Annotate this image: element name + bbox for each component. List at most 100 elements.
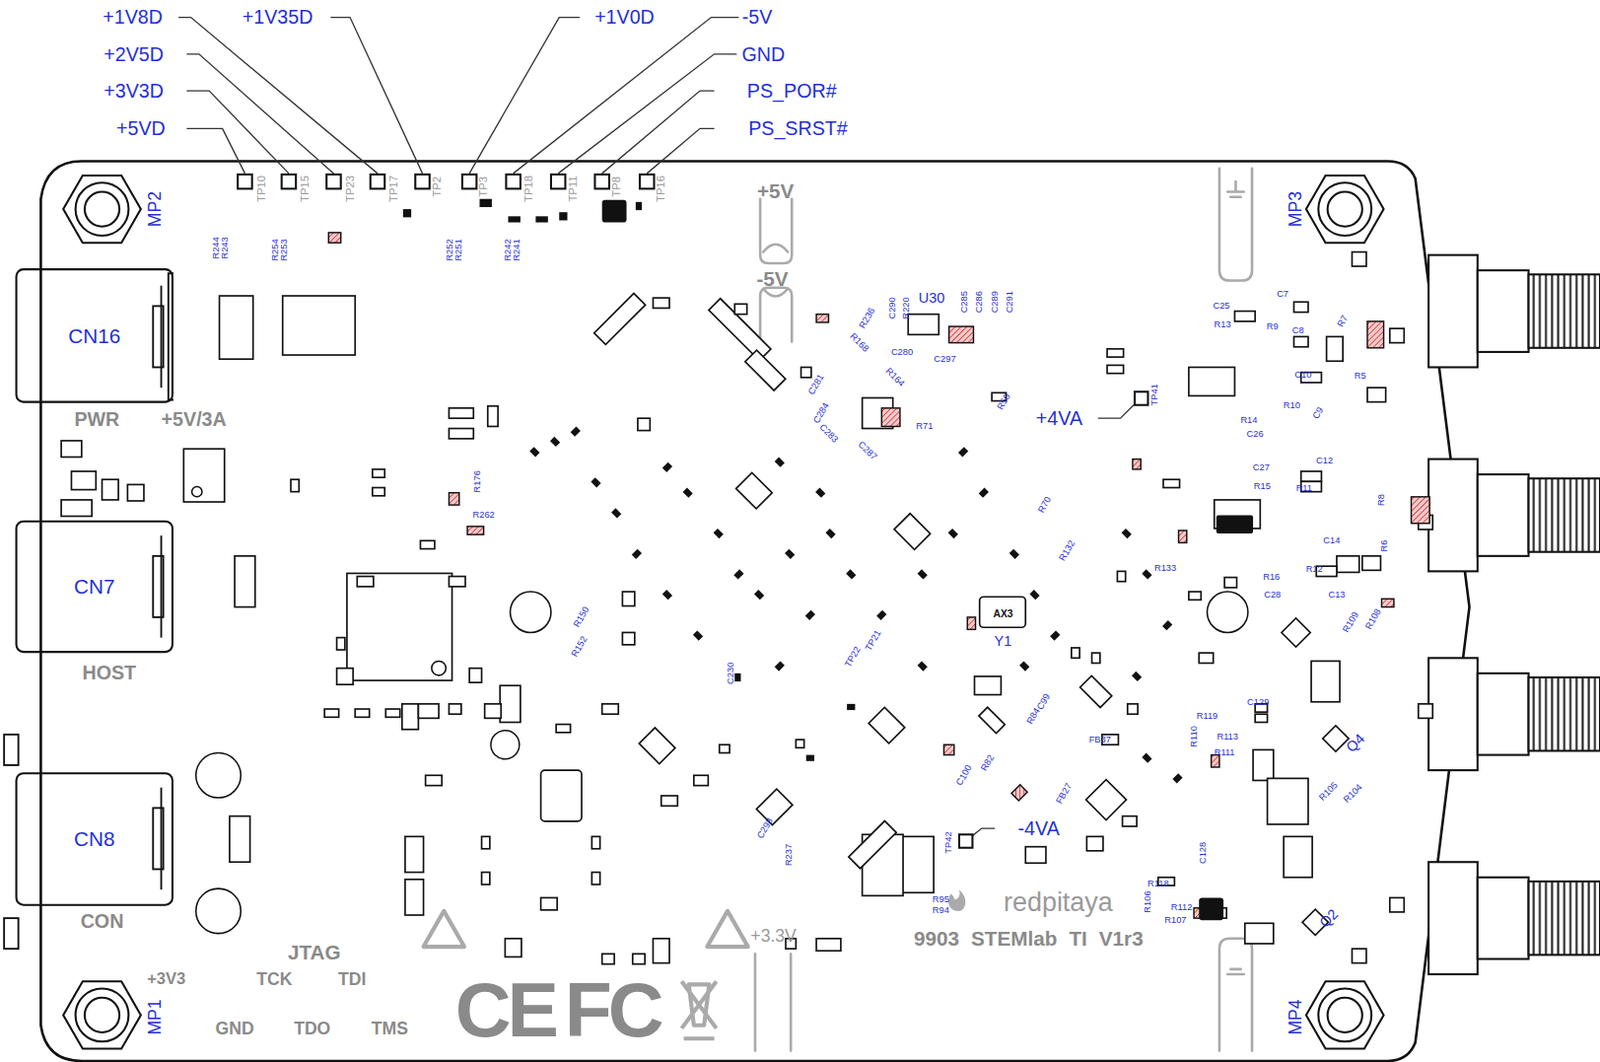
component-designator: R244 (211, 236, 221, 259)
component-designator: R12 (1306, 564, 1323, 574)
component-designator: R6 (1380, 540, 1390, 553)
silkscreen-label: redpitaya (1003, 888, 1114, 915)
component-designator: R113 (1216, 731, 1239, 741)
component-designator: R94 (932, 905, 950, 915)
component-designator: R254 (271, 238, 280, 261)
component-designator: R176 (473, 470, 483, 492)
component-designator: R10 (1283, 401, 1301, 411)
component-designator: R262 (472, 510, 494, 520)
component-designator: R237 (783, 843, 793, 866)
silkscreen-label: 9903 STEMlab TI V1r3 (913, 927, 1144, 949)
component-designator: R106 (1143, 890, 1153, 912)
component-designator: R9 (1266, 321, 1279, 331)
component-designator: R253 (279, 238, 289, 261)
silkscreen-label: HOST (81, 662, 137, 683)
component-designator: R95 (932, 895, 950, 905)
test-point-label: TP3 (478, 176, 489, 198)
component-designator: C7 (1276, 288, 1289, 298)
component-designator: R119 (1196, 711, 1219, 721)
silkscreen-label: PWR (73, 409, 120, 429)
component-designator: C8 (1292, 326, 1305, 336)
component-designator: R243 (220, 236, 230, 259)
silkscreen-label: -5V (756, 268, 788, 289)
silkscreen-label: PS_POR# (747, 80, 837, 101)
component-designator: FB37 (1089, 734, 1112, 744)
component-designator: TP42 (944, 831, 954, 853)
certification-mark: CE (455, 971, 556, 1049)
silkscreen-label: TDI (338, 970, 366, 988)
component-designator: C129 (1247, 697, 1269, 707)
component-designator: R11 (1296, 484, 1313, 493)
component-designator: R112 (1171, 903, 1193, 912)
connector-name: CN8 (73, 827, 115, 851)
component-designator: R241 (512, 238, 522, 261)
component-designator: C13 (1327, 590, 1345, 600)
silkscreen-label: +5V/3A (161, 409, 227, 429)
component-designator: R251 (454, 238, 464, 261)
test-point-label: TP15 (299, 175, 311, 203)
component-designator: R220 (901, 296, 910, 319)
component-designator: C230 (725, 662, 735, 685)
silkscreen-label: GND (741, 44, 785, 65)
component-designator: TP41 (1150, 383, 1160, 406)
silkscreen-label: JTAG (287, 941, 342, 963)
test-point-label: TP2 (430, 176, 442, 198)
silkscreen-label: MP3 (1287, 191, 1306, 227)
component-designator: R118 (1147, 878, 1170, 888)
component-designator: C280 (891, 347, 913, 356)
component-designator: R15 (1253, 482, 1271, 491)
silkscreen-label: +1V8D (102, 7, 163, 28)
component-designator: C290 (888, 296, 898, 319)
component-designator: R110 (1188, 725, 1198, 748)
component-designator: R107 (1164, 915, 1186, 925)
component-designator: C128 (1198, 841, 1208, 864)
silkscreen-label: -4VA (1018, 818, 1060, 838)
component-designator: C28 (1263, 590, 1281, 600)
test-point-label: TP23 (344, 175, 355, 203)
connector-box: CN8 (15, 771, 174, 906)
component-designator: AX3 (992, 609, 1013, 620)
component-designator: R242 (503, 238, 513, 261)
silkscreen-label: +1V35D (242, 7, 314, 28)
component-designator: C27 (1252, 463, 1270, 473)
test-point-label: TP10 (255, 175, 267, 203)
silkscreen-label: Y1 (994, 632, 1013, 647)
silkscreen-label: TMS (371, 1019, 409, 1038)
component-designator: R252 (445, 238, 455, 261)
silkscreen-label: +3V3D (103, 80, 164, 101)
silkscreen-label: +4VA (1036, 408, 1083, 428)
component-designator: R14 (1240, 416, 1257, 425)
test-point-label: TP18 (522, 175, 534, 203)
connector-box: CN16 (15, 268, 174, 404)
silkscreen-label: PS_SRST# (748, 119, 848, 140)
component-designator: C285 (959, 290, 969, 313)
silkscreen-label: +5V (757, 180, 794, 202)
component-designator: C291 (1005, 290, 1015, 313)
silkscreen-label: +3V3 (146, 971, 186, 988)
component-designator: C25 (1212, 301, 1230, 311)
silkscreen-label: +2V5D (103, 44, 164, 65)
test-point-label: TP17 (388, 175, 400, 203)
component-designator: C12 (1316, 456, 1333, 466)
component-designator: C286 (974, 290, 984, 313)
silkscreen-label: TCK (256, 970, 292, 988)
silkscreen-label: -5V (742, 7, 773, 28)
silkscreen-label: U30 (918, 290, 946, 305)
silkscreen-label: GND (215, 1019, 255, 1038)
test-point-label: TP8 (610, 176, 622, 198)
component-designator: C26 (1247, 429, 1264, 439)
silkscreen-label: MP2 (146, 191, 165, 227)
silkscreen-label: MP4 (1287, 998, 1306, 1035)
test-point-label: TP16 (655, 175, 667, 203)
silkscreen-label: CON (80, 910, 125, 931)
silkscreen-label: +3.3V (750, 927, 796, 946)
component-designator: R16 (1262, 572, 1280, 582)
component-designator: R13 (1213, 319, 1231, 329)
component-designator: R133 (1154, 563, 1177, 573)
component-designator: C297 (933, 354, 956, 364)
connector-name: CN16 (68, 323, 121, 348)
silkscreen-label: MP1 (146, 998, 165, 1035)
silkscreen-label: +5VD (116, 119, 166, 140)
